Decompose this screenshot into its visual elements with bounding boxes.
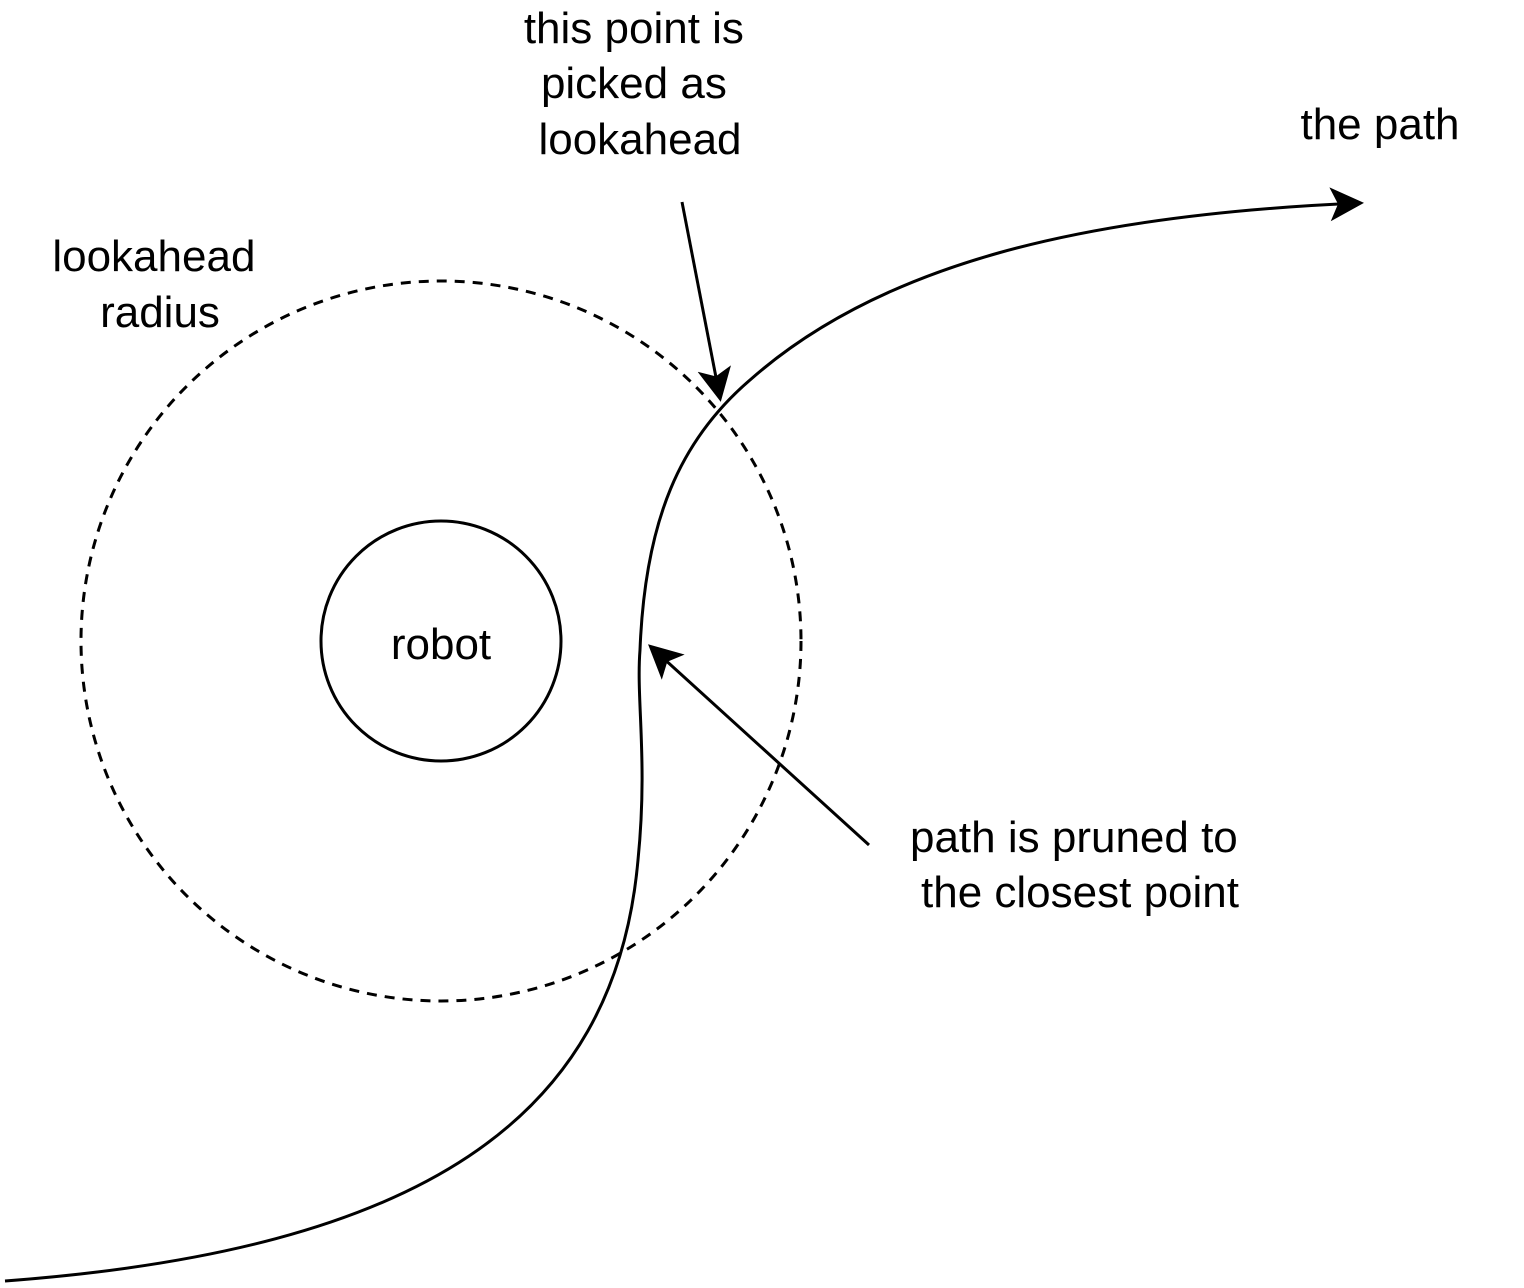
- pruned-label: path is pruned to the closest point: [910, 813, 1250, 917]
- closest-point-arrow: [648, 644, 871, 847]
- robot-circle: [319, 519, 563, 763]
- lookahead-point-label: this point is picked as lookahead: [524, 4, 756, 164]
- path-curve: [4, 187, 1364, 1283]
- path-label: the path: [1300, 100, 1459, 149]
- lookahead-radius-label: lookahead radius: [52, 232, 267, 337]
- lookahead-point-arrow: [680, 201, 731, 402]
- robot-label: robot: [391, 620, 491, 669]
- lookahead-radius-circle: [79, 279, 803, 1003]
